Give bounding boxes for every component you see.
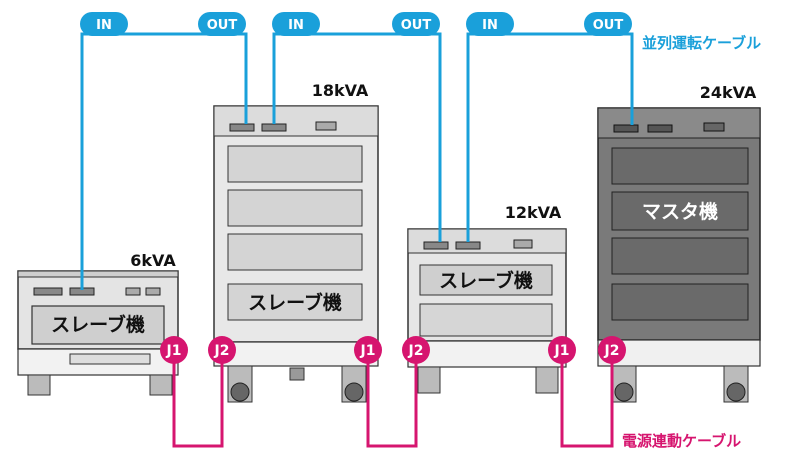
power-cable-2	[366, 362, 418, 448]
unit-18kva-panel	[227, 283, 363, 321]
parallel-cables	[80, 32, 634, 290]
j2-marker-2	[402, 336, 430, 364]
in-label-1: IN	[96, 18, 112, 33]
unit-18kva-role: スレーブ機	[248, 291, 342, 314]
unit-18kva: スレーブ機 18kVA	[213, 81, 379, 403]
unit-24kva-kva-label: 24kVA	[700, 83, 757, 102]
out-pill-2	[392, 12, 440, 36]
power-cables	[172, 362, 614, 448]
parallel-cable-2	[272, 32, 442, 242]
in-pill-3	[466, 12, 514, 36]
power-cable-1	[172, 362, 224, 448]
j2-marker-3	[598, 336, 626, 364]
unit-6kva-role: スレーブ機	[51, 313, 145, 336]
unit-24kva-role: マスタ機	[642, 200, 718, 223]
j2-label-3: J2	[604, 343, 620, 359]
unit-24kva-panel	[611, 191, 749, 231]
unit-18kva-kva-label: 18kVA	[312, 81, 369, 100]
connector-labels: IN OUT IN OUT IN OUT	[80, 12, 632, 36]
unit-12kva-role: スレーブ機	[439, 269, 533, 292]
j1-marker-2	[354, 336, 382, 364]
j1-label-1: J1	[166, 343, 182, 359]
unit-12kva-kva-label: 12kVA	[505, 203, 562, 222]
j2-label-1: J2	[214, 343, 230, 359]
j1-label-3: J1	[554, 343, 570, 359]
unit-24kva: マスタ機 24kVA	[597, 83, 761, 403]
j1-label-2: J1	[360, 343, 376, 359]
in-label-2: IN	[288, 18, 304, 33]
power-cable-3	[560, 362, 614, 448]
parallel-cable-label: 並列運転ケーブル	[642, 34, 761, 52]
power-cable-label: 電源連動ケーブル	[622, 432, 741, 450]
unit-12kva: スレーブ機 12kVA	[407, 203, 567, 394]
in-label-3: IN	[482, 18, 498, 33]
j2-label-2: J2	[408, 343, 424, 359]
parallel-cable-1	[80, 32, 248, 290]
out-pill-3	[584, 12, 632, 36]
unit-6kva: スレーブ機 6kVA	[17, 251, 179, 396]
unit-12kva-panel	[419, 264, 553, 296]
jack-markers: J1 J2 J1 J2 J1 J2	[160, 336, 626, 364]
out-label-3: OUT	[593, 18, 624, 33]
out-pill-1	[198, 12, 246, 36]
parallel-cable-3	[466, 32, 634, 242]
unit-6kva-kva-label: 6kVA	[130, 251, 176, 270]
j1-marker-3	[548, 336, 576, 364]
j2-marker-1	[208, 336, 236, 364]
in-pill-1	[80, 12, 128, 36]
in-pill-2	[272, 12, 320, 36]
out-label-1: OUT	[207, 18, 238, 33]
j1-marker-1	[160, 336, 188, 364]
unit-6kva-panel	[31, 305, 165, 345]
out-label-2: OUT	[401, 18, 432, 33]
